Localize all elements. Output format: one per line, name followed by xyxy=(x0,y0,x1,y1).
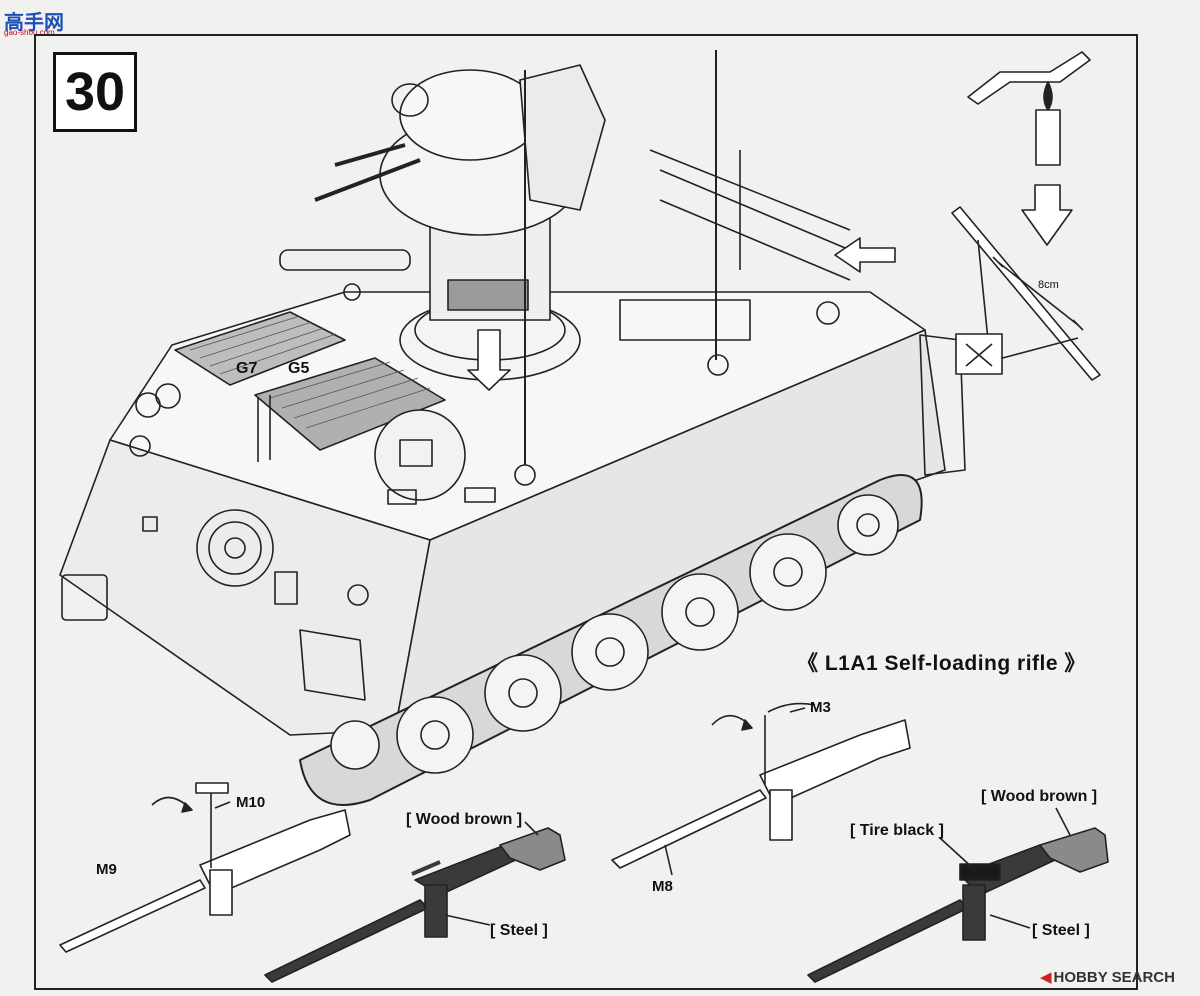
paint-label-steel-right: [ Steel ] xyxy=(1032,922,1090,939)
rifle-m8-line-art xyxy=(611,702,911,876)
step-frame xyxy=(34,34,1138,990)
part-label-g7: G7 xyxy=(236,360,258,377)
hobby-search-watermark: ◀HOBBY SEARCH xyxy=(1040,968,1175,986)
part-label-m3: M3 xyxy=(810,699,831,716)
part-label-m10: M10 xyxy=(236,794,266,811)
part-label-m9: M9 xyxy=(96,861,117,878)
watermark-text: HOBBY SEARCH xyxy=(1053,969,1175,986)
step-number: 30 xyxy=(53,52,137,132)
paint-label-steel-left: [ Steel ] xyxy=(490,922,548,939)
hobby-search-mark-icon: ◀ xyxy=(1040,969,1052,986)
paint-label-tire-black: [ Tire black ] xyxy=(850,822,944,839)
vehicle-hull xyxy=(59,149,966,736)
paint-label-wood-brown-right: [ Wood brown ] xyxy=(981,788,1098,805)
part-label-m8: M8 xyxy=(652,878,673,895)
rifle-painted-left xyxy=(264,821,566,983)
rifle-section-title: 《 L1A1 Self-loading rifle 》 xyxy=(797,652,1086,675)
length-label: 8cm xyxy=(1038,279,1059,291)
paint-label-wood-brown-left: [ Wood brown ] xyxy=(406,811,523,828)
antenna-lines xyxy=(257,50,896,465)
part-label-g5: G5 xyxy=(288,360,310,377)
sprue-stretch-guide xyxy=(951,51,1101,381)
track-assembly xyxy=(299,474,923,806)
site-logo: 高手网 xyxy=(4,12,64,34)
rifle-painted-right xyxy=(807,807,1109,983)
rifle-m9-line-art xyxy=(59,782,351,953)
site-logo-sub: gao-shou.com xyxy=(4,28,55,37)
